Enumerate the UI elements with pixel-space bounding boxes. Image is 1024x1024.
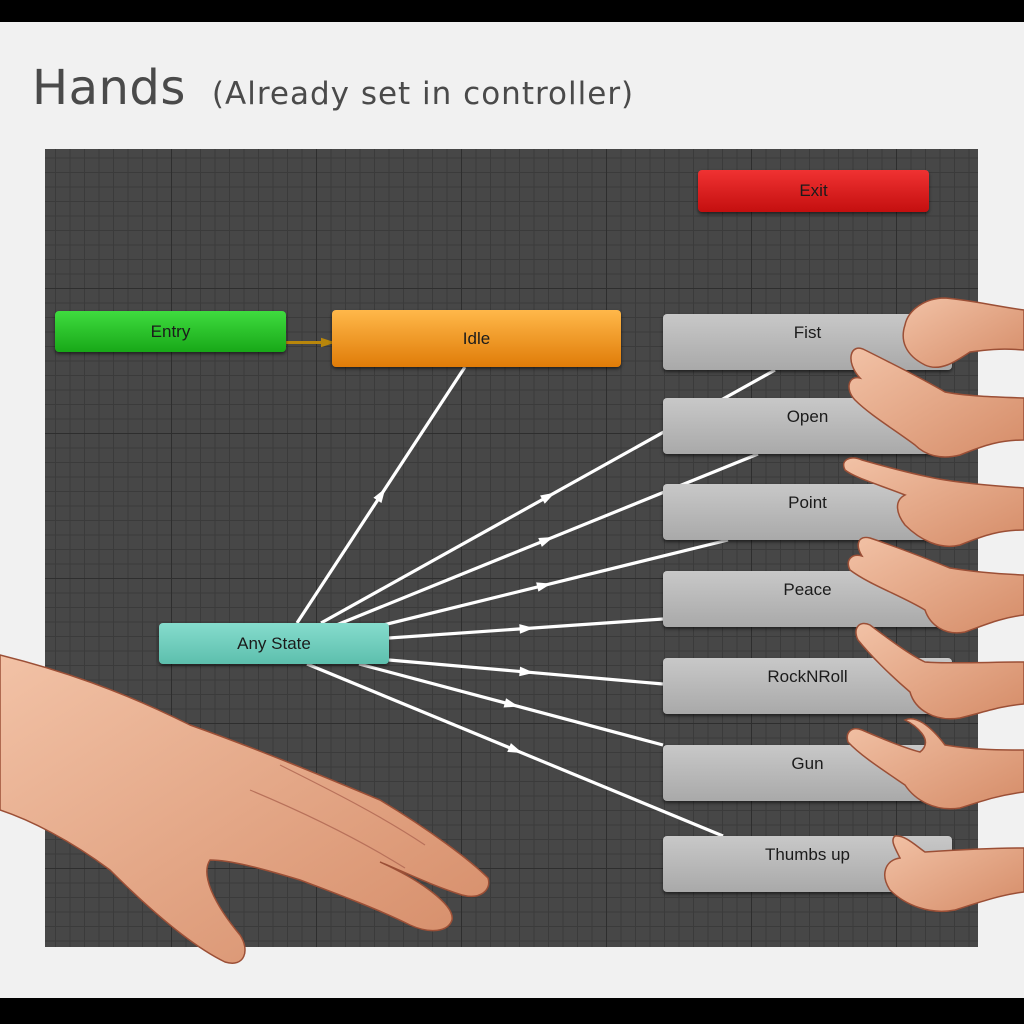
state-any-state[interactable]: Any State	[159, 623, 389, 664]
state-exit-label: Exit	[799, 181, 828, 200]
title-subtitle: (Already set in controller)	[211, 76, 635, 112]
state-entry-label: Entry	[150, 321, 191, 341]
animator-graph-canvas[interactable]	[45, 149, 978, 947]
state-open[interactable]: Open	[663, 398, 952, 454]
state-open-label: Open	[786, 407, 829, 426]
state-rocknroll-label: RockNRoll	[767, 667, 848, 686]
title-main: Hands	[32, 60, 186, 116]
state-fist-label: Fist	[793, 323, 822, 342]
state-fist[interactable]: Fist	[663, 314, 952, 370]
state-thumbs-up-label: Thumbs up	[764, 845, 851, 864]
state-point-label: Point	[788, 493, 827, 512]
state-peace[interactable]: Peace	[663, 571, 952, 627]
state-gun-label: Gun	[791, 754, 824, 773]
state-entry[interactable]: Entry	[55, 311, 286, 352]
state-thumbs-up[interactable]: Thumbs up	[663, 836, 952, 892]
state-peace-label: Peace	[783, 580, 832, 599]
state-rocknroll[interactable]: RockNRoll	[663, 658, 952, 714]
state-exit[interactable]: Exit	[698, 170, 929, 212]
page-title: Hands (Already set in controller)	[32, 60, 634, 116]
state-point[interactable]: Point	[663, 484, 952, 540]
state-gun[interactable]: Gun	[663, 745, 952, 801]
state-any-state-label: Any State	[237, 633, 311, 653]
state-idle[interactable]: Idle	[332, 310, 621, 367]
state-idle-label: Idle	[462, 328, 491, 348]
